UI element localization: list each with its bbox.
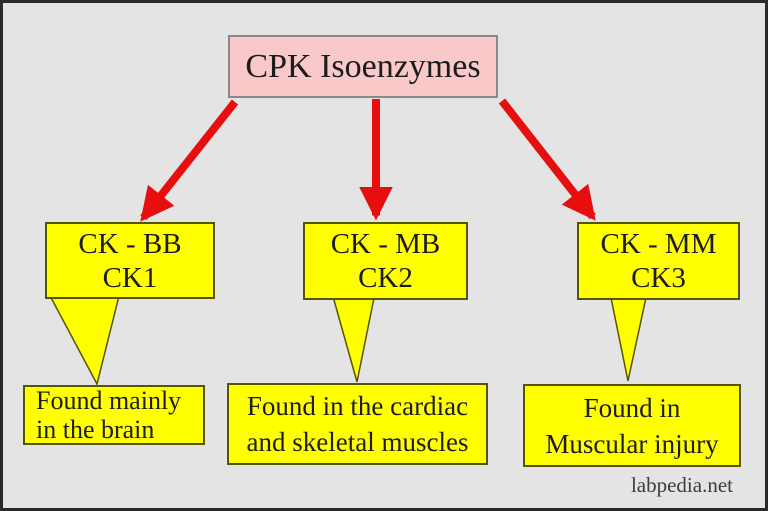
node-ck-bb: CK - BB CK1	[45, 222, 215, 299]
title-box: CPK Isoenzymes	[228, 35, 498, 98]
description-ck-mm: Found in Muscular injury	[523, 384, 741, 467]
node-ck-mm-line1: CK - MM	[600, 228, 717, 260]
callout-tail-right	[609, 292, 648, 382]
node-ck-bb-line1: CK - BB	[78, 227, 182, 260]
description-ck-bb: Found mainly in the brain	[23, 385, 205, 445]
arrow-left	[140, 99, 239, 222]
description-ck-bb-line1: Found mainly	[36, 386, 182, 415]
node-ck-mm: CK - MM CK3	[577, 222, 740, 300]
description-ck-mb: Found in the cardiac and skeletal muscle…	[227, 383, 488, 465]
title-label: CPK Isoenzymes	[245, 47, 481, 85]
node-ck-bb-line2: CK1	[102, 261, 158, 294]
node-ck-mb: CK - MB CK2	[303, 222, 468, 300]
connector-layer	[46, 98, 648, 387]
description-ck-bb-line2: in the brain	[36, 415, 155, 444]
description-ck-mm-line2: Muscular injury	[545, 428, 719, 459]
node-ck-mb-line1: CK - MB	[330, 228, 441, 260]
watermark: labpedia.net	[630, 473, 733, 497]
description-ck-mb-line1: Found in the cardiac	[246, 391, 469, 421]
callout-tail-left	[46, 291, 121, 387]
node-ck-mm-line2: CK3	[631, 262, 686, 294]
node-ck-mb-line2: CK2	[358, 262, 413, 294]
description-ck-mb-line2: and skeletal muscles	[246, 427, 469, 457]
callout-tail-middle	[331, 292, 376, 383]
description-ck-mm-line1: Found in	[583, 392, 681, 423]
arrow-right	[498, 98, 596, 221]
